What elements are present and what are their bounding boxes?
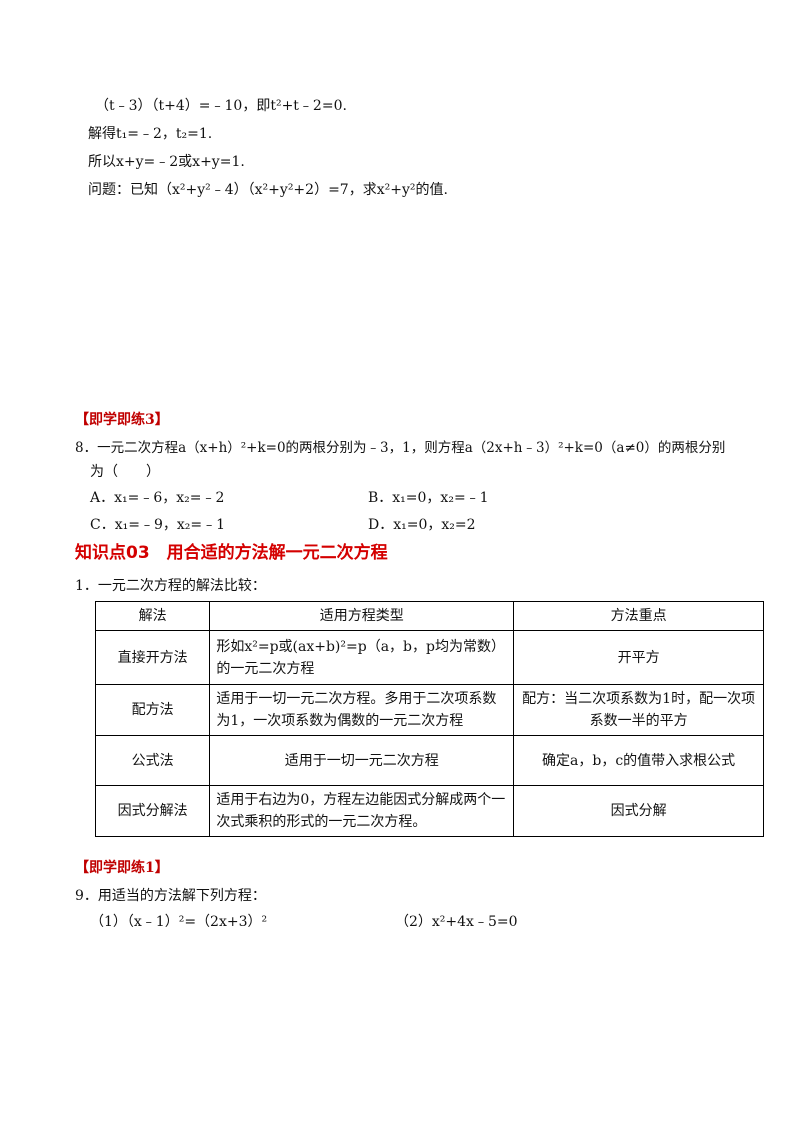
question-8-line-2: 为（ ） — [90, 464, 160, 480]
table-cell-key: 开平方 — [513, 630, 764, 685]
section-item-1: 1．一元二次方程的解法比较： — [75, 578, 266, 594]
table-cell-method: 配方法 — [94, 684, 211, 736]
intro-line-1: （t﹣3）（t+4）=﹣10，即t²+t﹣2=0. — [95, 98, 347, 114]
table-cell-type: 适用于右边为0，方程左边能因式分解成两个一次式乘积的形式的一元二次方程。 — [209, 785, 515, 837]
practice-3-header: 【即学即练3】 — [75, 412, 169, 428]
option-b: B．x₁=0，x₂=﹣1 — [368, 490, 489, 506]
option-a: A．x₁=﹣6，x₂=﹣2 — [90, 490, 225, 506]
question-9-part-1: （1）（x﹣1）²=（2x+3）² — [90, 914, 268, 930]
question-8-line-1: 8．一元二次方程a（x+h）²+k=0的两根分别为﹣3，1，则方程a（2x+h﹣… — [75, 440, 726, 456]
methods-comparison-table: 解法 适用方程类型 方法重点 直接开方法 形如x²=p或(ax+b)²=p（a，… — [94, 601, 764, 837]
table-cell-method: 因式分解法 — [94, 785, 211, 837]
table-cell-type: 形如x²=p或(ax+b)²=p（a，b，p均为常数）的一元二次方程 — [209, 630, 515, 685]
intro-line-3: 所以x+y=﹣2或x+y=1. — [88, 154, 245, 170]
table-cell-type: 适用于一切一元二次方程。多用于二次项系数为1，一次项系数为偶数的一元二次方程 — [209, 684, 515, 736]
table-cell-key: 因式分解 — [513, 785, 764, 837]
intro-line-2: 解得t₁=﹣2，t₂=1. — [88, 126, 213, 142]
table-header-method: 解法 — [94, 601, 211, 631]
table-cell-method: 公式法 — [94, 735, 211, 786]
table-header-type: 适用方程类型 — [209, 601, 515, 631]
question-9: 9．用适当的方法解下列方程： — [75, 888, 266, 904]
table-cell-key: 配方：当二次项系数为1时，配一次项系数一半的平方 — [513, 684, 764, 736]
table-header-row: 解法 适用方程类型 方法重点 — [94, 601, 764, 631]
table-row: 公式法 适用于一切一元二次方程 确定a，b，c的值带入求根公式 — [94, 735, 764, 786]
table-row: 配方法 适用于一切一元二次方程。多用于二次项系数为1，一次项系数为偶数的一元二次… — [94, 684, 764, 736]
intro-question: 问题：已知（x²+y²﹣4）（x²+y²+2）=7，求x²+y²的值. — [88, 182, 448, 198]
table-cell-key: 确定a，b，c的值带入求根公式 — [513, 735, 764, 786]
table-row: 直接开方法 形如x²=p或(ax+b)²=p（a，b，p均为常数）的一元二次方程… — [94, 630, 764, 685]
table-header-key: 方法重点 — [513, 601, 764, 631]
practice-1-header: 【即学即练1】 — [75, 860, 169, 876]
question-9-part-2: （2）x²+4x﹣5=0 — [395, 914, 518, 930]
table-cell-method: 直接开方法 — [94, 630, 211, 685]
table-row: 因式分解法 适用于右边为0，方程左边能因式分解成两个一次式乘积的形式的一元二次方… — [94, 785, 764, 837]
option-c: C．x₁=﹣9，x₂=﹣1 — [90, 517, 226, 533]
section-title: 知识点03 用合适的方法解一元二次方程 — [75, 543, 388, 563]
option-d: D．x₁=0，x₂=2 — [368, 517, 476, 533]
table-cell-type: 适用于一切一元二次方程 — [209, 735, 515, 786]
